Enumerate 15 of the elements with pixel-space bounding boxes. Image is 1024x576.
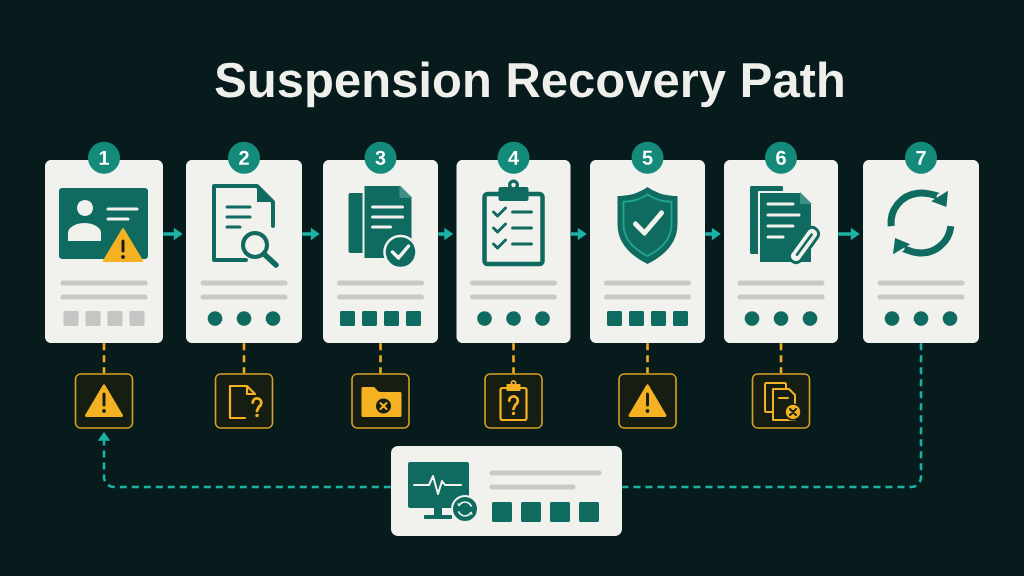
dashed-line: [102, 343, 106, 374]
number-badge: 6: [765, 141, 797, 174]
number-badge: 3: [364, 141, 397, 174]
dashed-line: [622, 343, 923, 489]
dashed-line: [379, 343, 382, 374]
dashed-line: [512, 343, 515, 374]
dashed-line: [646, 343, 649, 374]
number-badge: 5: [631, 141, 664, 174]
number-badge: 4: [497, 141, 530, 174]
dashed-line: [779, 343, 783, 374]
number-badge: 2: [228, 141, 260, 174]
title: Suspension Recovery Path: [215, 61, 843, 108]
number-badge: 1: [88, 141, 120, 174]
dashed-line: [242, 343, 246, 374]
number-badge: 7: [905, 141, 937, 174]
